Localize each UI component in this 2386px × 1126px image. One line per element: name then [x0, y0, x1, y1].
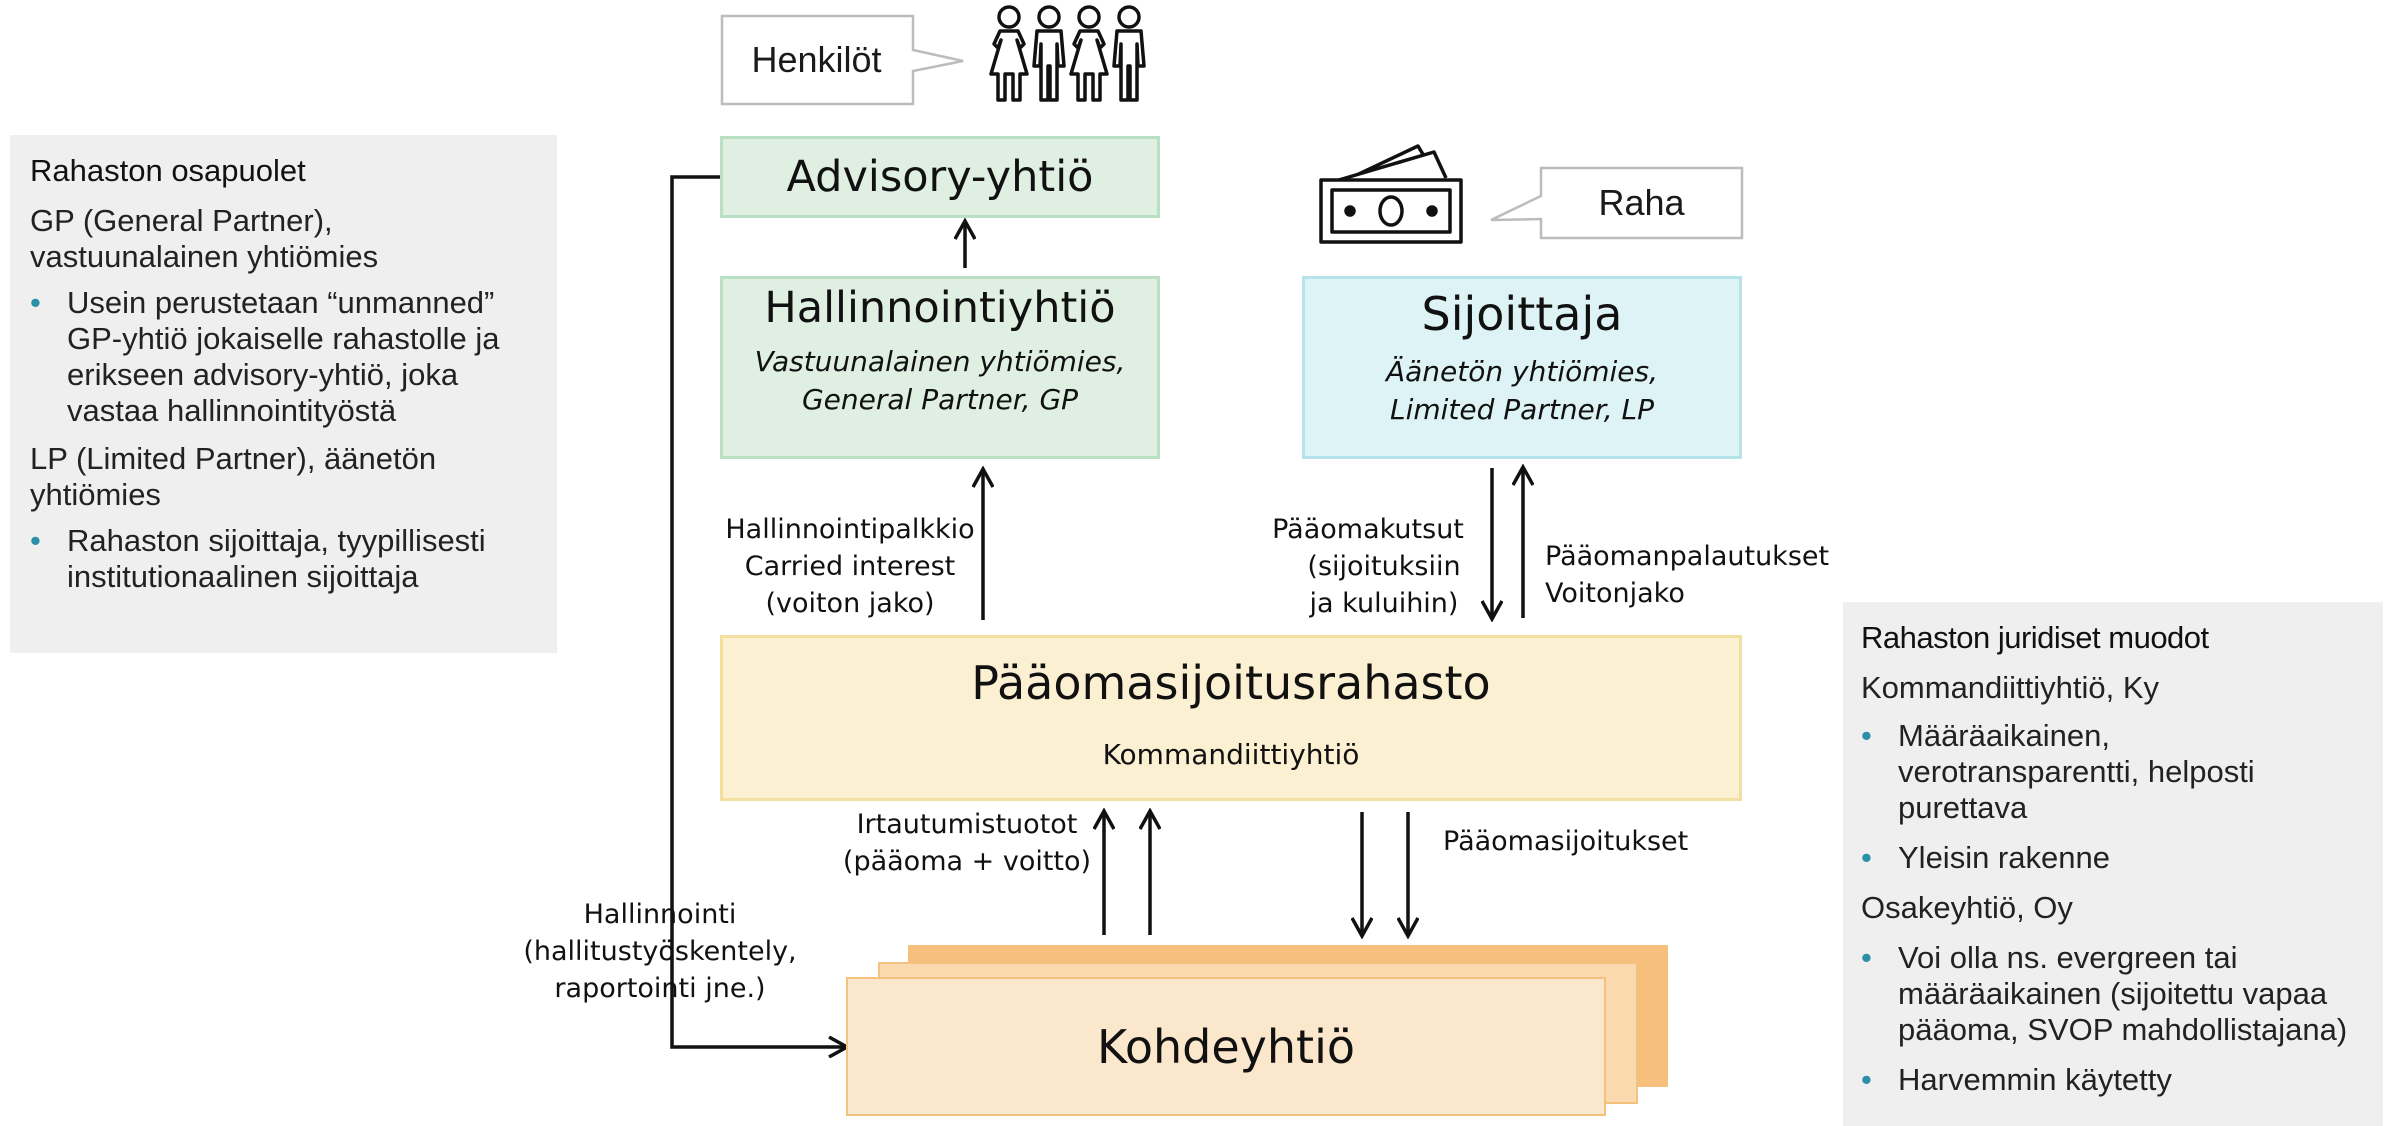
persons-callout: Henkilöt [720, 14, 970, 106]
oy-bullet-1-line2: määräaikainen (sijoitettu vapaa [1898, 976, 2328, 1011]
gp-heading-line2: vastuunalainen yhtiömies [30, 239, 379, 274]
persons-callout-text: Henkilöt [751, 39, 882, 80]
oy-bullet-1-line3: pääoma, SVOP mahdollistajana) [1898, 1012, 2348, 1047]
gp-bullet-line1: Usein perustetaan “unmanned” [67, 285, 495, 320]
exit-proceeds-line1: Irtautumistuotot [856, 809, 1078, 840]
capital-calls-line3: ja kuluihin) [1309, 588, 1459, 619]
capital-calls-label: Pääomakutsut (sijoituksiin ja kuluihin) [1248, 511, 1488, 622]
capital-calls-line2: (sijoituksiin [1307, 551, 1461, 582]
lp-heading: LP (Limited Partner), äänetön yhtiömies [30, 441, 537, 513]
investor-subtitle: Äänetön yhtiömies, Limited Partner, LP [1386, 353, 1658, 429]
advisory-company-title: Advisory-yhtiö [786, 152, 1094, 202]
investments-label: Pääomasijoitukset [1443, 826, 1689, 857]
returns-line1: Pääomanpalautukset [1545, 541, 1830, 572]
management-sub-line2: General Partner, GP [801, 383, 1079, 416]
oy-bullet-2-line1: Harvemmin käytetty [1898, 1062, 2172, 1097]
people-icon [989, 5, 1146, 102]
management-company-subtitle: Vastuunalainen yhtiömies, General Partne… [755, 343, 1126, 419]
lp-heading-line2: yhtiömies [30, 477, 161, 512]
ky-bullet-1-line3: purettava [1898, 790, 2028, 825]
ky-bullet-1-line2: verotransparentti, helposti [1898, 754, 2255, 789]
exit-proceeds-label: Irtautumistuotot (pääoma + voitto) [838, 806, 1096, 880]
legal-forms-panel: Rahaston juridiset muodot Kommandiittiyh… [1843, 602, 2383, 1126]
fund-title: Pääomasijoitusrahasto [971, 656, 1491, 710]
ky-bullet-1-line1: Määräaikainen, [1898, 718, 2110, 753]
investor-sub-line1: Äänetön yhtiömies, [1385, 355, 1658, 388]
legal-forms-title: Rahaston juridiset muodot [1861, 620, 2209, 655]
gp-heading-line1: GP (General Partner), [30, 203, 333, 238]
fee-label: Hallinnointipalkkio Carried interest (vo… [722, 511, 978, 622]
lp-bullet: Rahaston sijoittaja, tyypillisesti insti… [30, 523, 537, 595]
management-company-box: Hallinnointiyhtiö Vastuunalainen yhtiömi… [720, 276, 1160, 459]
governance-connector [670, 175, 846, 1047]
lp-bullet-line1: Rahaston sijoittaja, tyypillisesti [67, 523, 486, 558]
oy-bullet-1-line1: Voi olla ns. evergreen tai [1898, 940, 2238, 975]
oy-heading: Osakeyhtiö, Oy [1861, 890, 2073, 925]
ky-bullet-1: Määräaikainen, verotransparentti, helpos… [1861, 718, 2365, 826]
investor-box: Sijoittaja Äänetön yhtiömies, Limited Pa… [1302, 276, 1742, 459]
money-callout-text: Raha [1598, 182, 1685, 223]
banknotes-icon [1319, 144, 1463, 244]
target-company-box: Kohdeyhtiö [846, 977, 1606, 1116]
ky-bullet-2: Yleisin rakenne [1861, 840, 2365, 876]
gp-bullet: Usein perustetaan “unmanned” GP-yhtiö jo… [30, 285, 537, 429]
fee-label-line3: (voiton jako) [765, 588, 935, 619]
lp-bullet-line2: institutionaalinen sijoittaja [67, 559, 419, 594]
governance-line3: raportointi jne.) [554, 973, 766, 1004]
parties-panel: Rahaston osapuolet GP (General Partner),… [10, 135, 557, 653]
oy-bullet-2: Harvemmin käytetty [1861, 1062, 2365, 1098]
parties-panel-title: Rahaston osapuolet [30, 153, 306, 188]
investor-sub-line2: Limited Partner, LP [1389, 393, 1655, 426]
returns-label: Pääomanpalautukset Voitonjako [1545, 538, 1845, 612]
ky-heading: Kommandiittiyhtiö, Ky [1861, 670, 2160, 705]
governance-label: Hallinnointi (hallitustyöskentely, rapor… [505, 896, 815, 1007]
fee-label-line2: Carried interest [744, 551, 956, 582]
fund-subtitle: Kommandiittiyhtiö [1102, 738, 1360, 771]
money-callout: Raha [1485, 166, 1745, 242]
oy-bullet-1: Voi olla ns. evergreen tai määräaikainen… [1861, 940, 2365, 1048]
gp-bullet-line2: GP-yhtiö jokaiselle rahastolle ja [67, 321, 500, 356]
gp-bullet-line3: erikseen advisory-yhtiö, joka [67, 357, 459, 392]
management-company-title: Hallinnointiyhtiö [764, 283, 1116, 333]
money-callout-shape [1490, 166, 1744, 240]
capital-calls-line1: Pääomakutsut [1272, 514, 1464, 545]
lp-heading-line1: LP (Limited Partner), äänetön [30, 441, 437, 476]
gp-bullet-line4: vastaa hallinnointityöstä [67, 393, 397, 428]
governance-line1: Hallinnointi [583, 899, 737, 930]
management-sub-line1: Vastuunalainen yhtiömies, [754, 345, 1126, 378]
governance-line2: (hallitustyöskentely, [523, 936, 797, 967]
fund-box: Pääomasijoitusrahasto Kommandiittiyhtiö [720, 635, 1742, 801]
fee-label-line1: Hallinnointipalkkio [725, 514, 975, 545]
target-company-title: Kohdeyhtiö [1096, 1019, 1355, 1074]
persons-callout-shape [720, 14, 964, 106]
returns-line2: Voitonjako [1545, 578, 1685, 609]
advisory-company-box: Advisory-yhtiö [720, 136, 1160, 218]
exit-proceeds-line2: (pääoma + voitto) [842, 846, 1092, 877]
gp-heading: GP (General Partner), vastuunalainen yht… [30, 203, 537, 275]
investor-title: Sijoittaja [1421, 287, 1623, 341]
ky-bullet-2-line1: Yleisin rakenne [1898, 840, 2110, 875]
